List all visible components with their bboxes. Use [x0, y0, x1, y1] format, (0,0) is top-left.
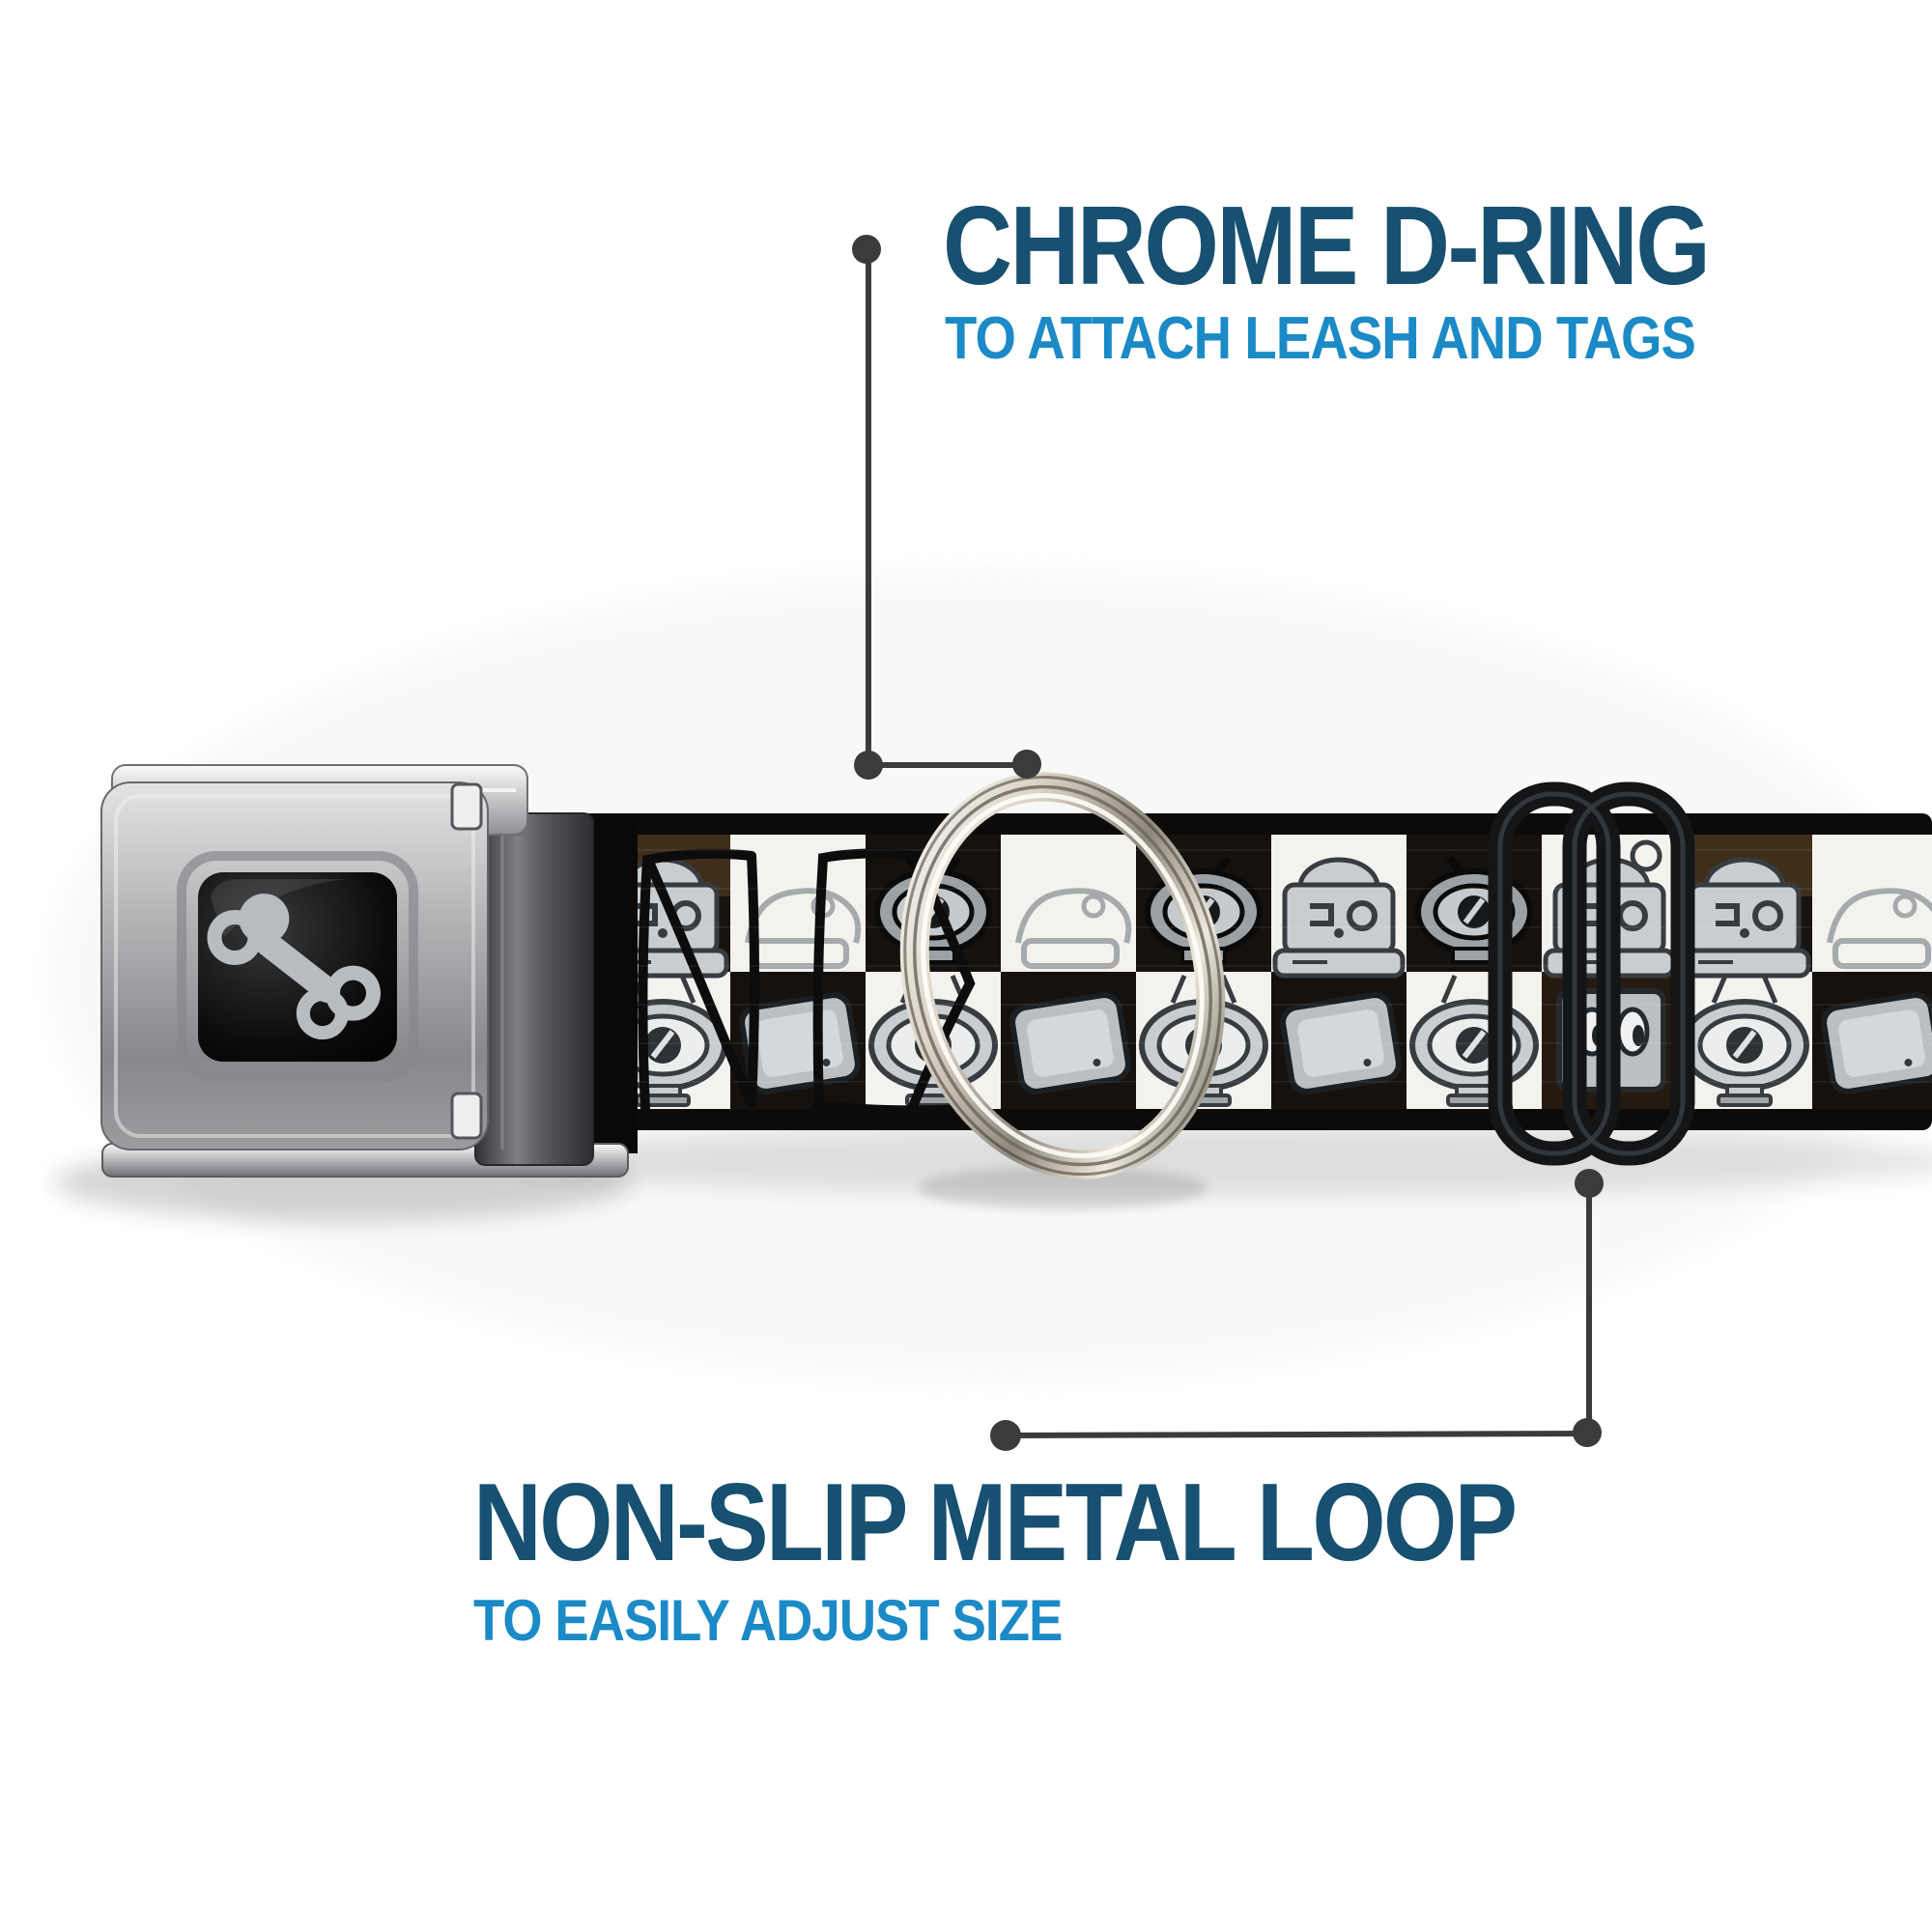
hinge-clip-bottom: [450, 1092, 483, 1140]
top-callout-subtitle: TO ATTACH LEASH AND TAGS: [945, 305, 1696, 372]
buckle-center-badge: [198, 872, 397, 1062]
bottom-callout-connector: [990, 1169, 1604, 1451]
top-callout-connector: [852, 235, 1041, 780]
top-callout-title: CHROME D-RING: [943, 183, 1711, 308]
hinge-clip-top: [450, 782, 483, 831]
bottom-callout-subtitle: TO EASILY ADJUST SIZE: [473, 1588, 1063, 1653]
seatbelt-buckle: [100, 764, 638, 1178]
chrome-d-ring: [899, 772, 1226, 1179]
bottom-callout-title: NON-SLIP METAL LOOP: [473, 1462, 1518, 1584]
strap: [576, 813, 1932, 1130]
metal-loop-slider: [1488, 781, 1695, 1166]
dog-bone-icon: [207, 894, 381, 1040]
